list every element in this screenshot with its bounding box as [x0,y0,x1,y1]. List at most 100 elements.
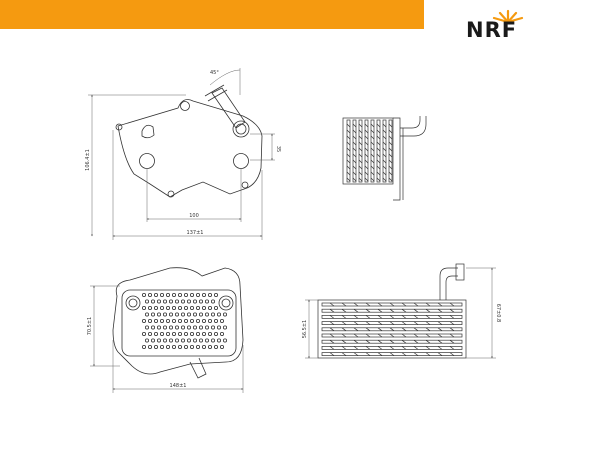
fin-tick [341,346,347,350]
fin-tick [388,135,393,140]
dimple [180,325,185,330]
front-top-hole [180,101,190,111]
nrf-logo: NRF [466,8,556,46]
dimple [189,305,194,310]
fin-tick [376,123,381,128]
dimple [171,331,176,336]
fin-tick [413,333,419,338]
dimple [177,318,182,323]
fin-tick [437,302,443,307]
front-slot [141,124,155,139]
fin-plate [321,308,463,313]
dimple [162,312,167,317]
dimple [141,344,146,349]
dimple [207,292,212,297]
dimple [180,299,185,304]
fin-tick [388,165,393,170]
dimple [201,292,206,297]
fin-tick [376,153,381,158]
fin-tick [370,153,375,158]
dim-height-bottom: 70.5±1 [87,317,93,336]
side2-dimensions [305,267,496,359]
dimple [222,325,227,330]
fin-tick [382,165,387,170]
front-mid-lug [167,190,175,198]
bottom-pipe [189,357,207,379]
bottom-core [121,289,237,357]
fin-tick [425,321,431,325]
dimple [147,292,152,297]
dimple [198,325,203,330]
fin-tick [358,141,363,146]
fin-tick [346,147,351,152]
bottom-view [112,267,244,379]
fin-tick [365,308,371,313]
front-left-lug [115,123,123,131]
fin-tick [389,352,395,356]
dimple [192,325,197,330]
dimple [189,331,194,336]
dimple [222,312,227,317]
fin-tick [365,352,371,356]
dimple [213,292,218,297]
fin-tick [329,308,335,313]
header-orange-bar [0,0,424,29]
dimple [183,344,188,349]
bottom-left-port [125,295,141,311]
dimple [210,325,215,330]
dimple [141,305,146,310]
dimple [213,318,218,323]
dimple [219,318,224,323]
fin-plate [321,315,463,319]
dimple [186,338,191,343]
dimple [162,299,167,304]
fin-tick [376,141,381,146]
fin-tick [364,129,369,134]
dimple [174,312,179,317]
fin-tick [449,339,455,344]
fin-tick [413,327,419,332]
fin-tick [329,321,335,325]
fin-tick [358,135,363,140]
fin-tick [376,165,381,170]
dim-height-side-total: 67±0.8 [495,304,501,323]
fin-tick [329,352,335,356]
dimple [147,305,152,310]
fin-tick [449,352,455,356]
fin-tick [341,327,347,332]
fin-tick [358,153,363,158]
fin-tick [377,327,383,332]
fin-tick [341,352,347,356]
fin-tick [413,321,419,325]
dimple [186,312,191,317]
bottom-dimensions [90,285,244,393]
fin-tick [329,327,335,332]
fin-tick [377,315,383,319]
fin-tick [376,147,381,152]
dimple [216,325,221,330]
fin-tick [376,129,381,134]
fin-tick [437,308,443,313]
side2-fins [321,302,463,356]
dimple [207,344,212,349]
dimple [195,292,200,297]
dimple [204,338,209,343]
fin-tick [425,339,431,344]
fin-tick [449,327,455,332]
fin-tick [346,141,351,146]
dimple [183,292,188,297]
fin-tick [425,302,431,307]
fin-tick [358,159,363,164]
fin-tick [388,147,393,152]
side-pipe [400,116,427,137]
fin-tick [437,333,443,338]
fin-tick [346,153,351,158]
dimple [168,299,173,304]
fin-tick [449,315,455,319]
dimple [150,312,155,317]
fin-tick [353,346,359,350]
fin-tick [370,147,375,152]
fin-tick [388,153,393,158]
fin-tick [376,135,381,140]
